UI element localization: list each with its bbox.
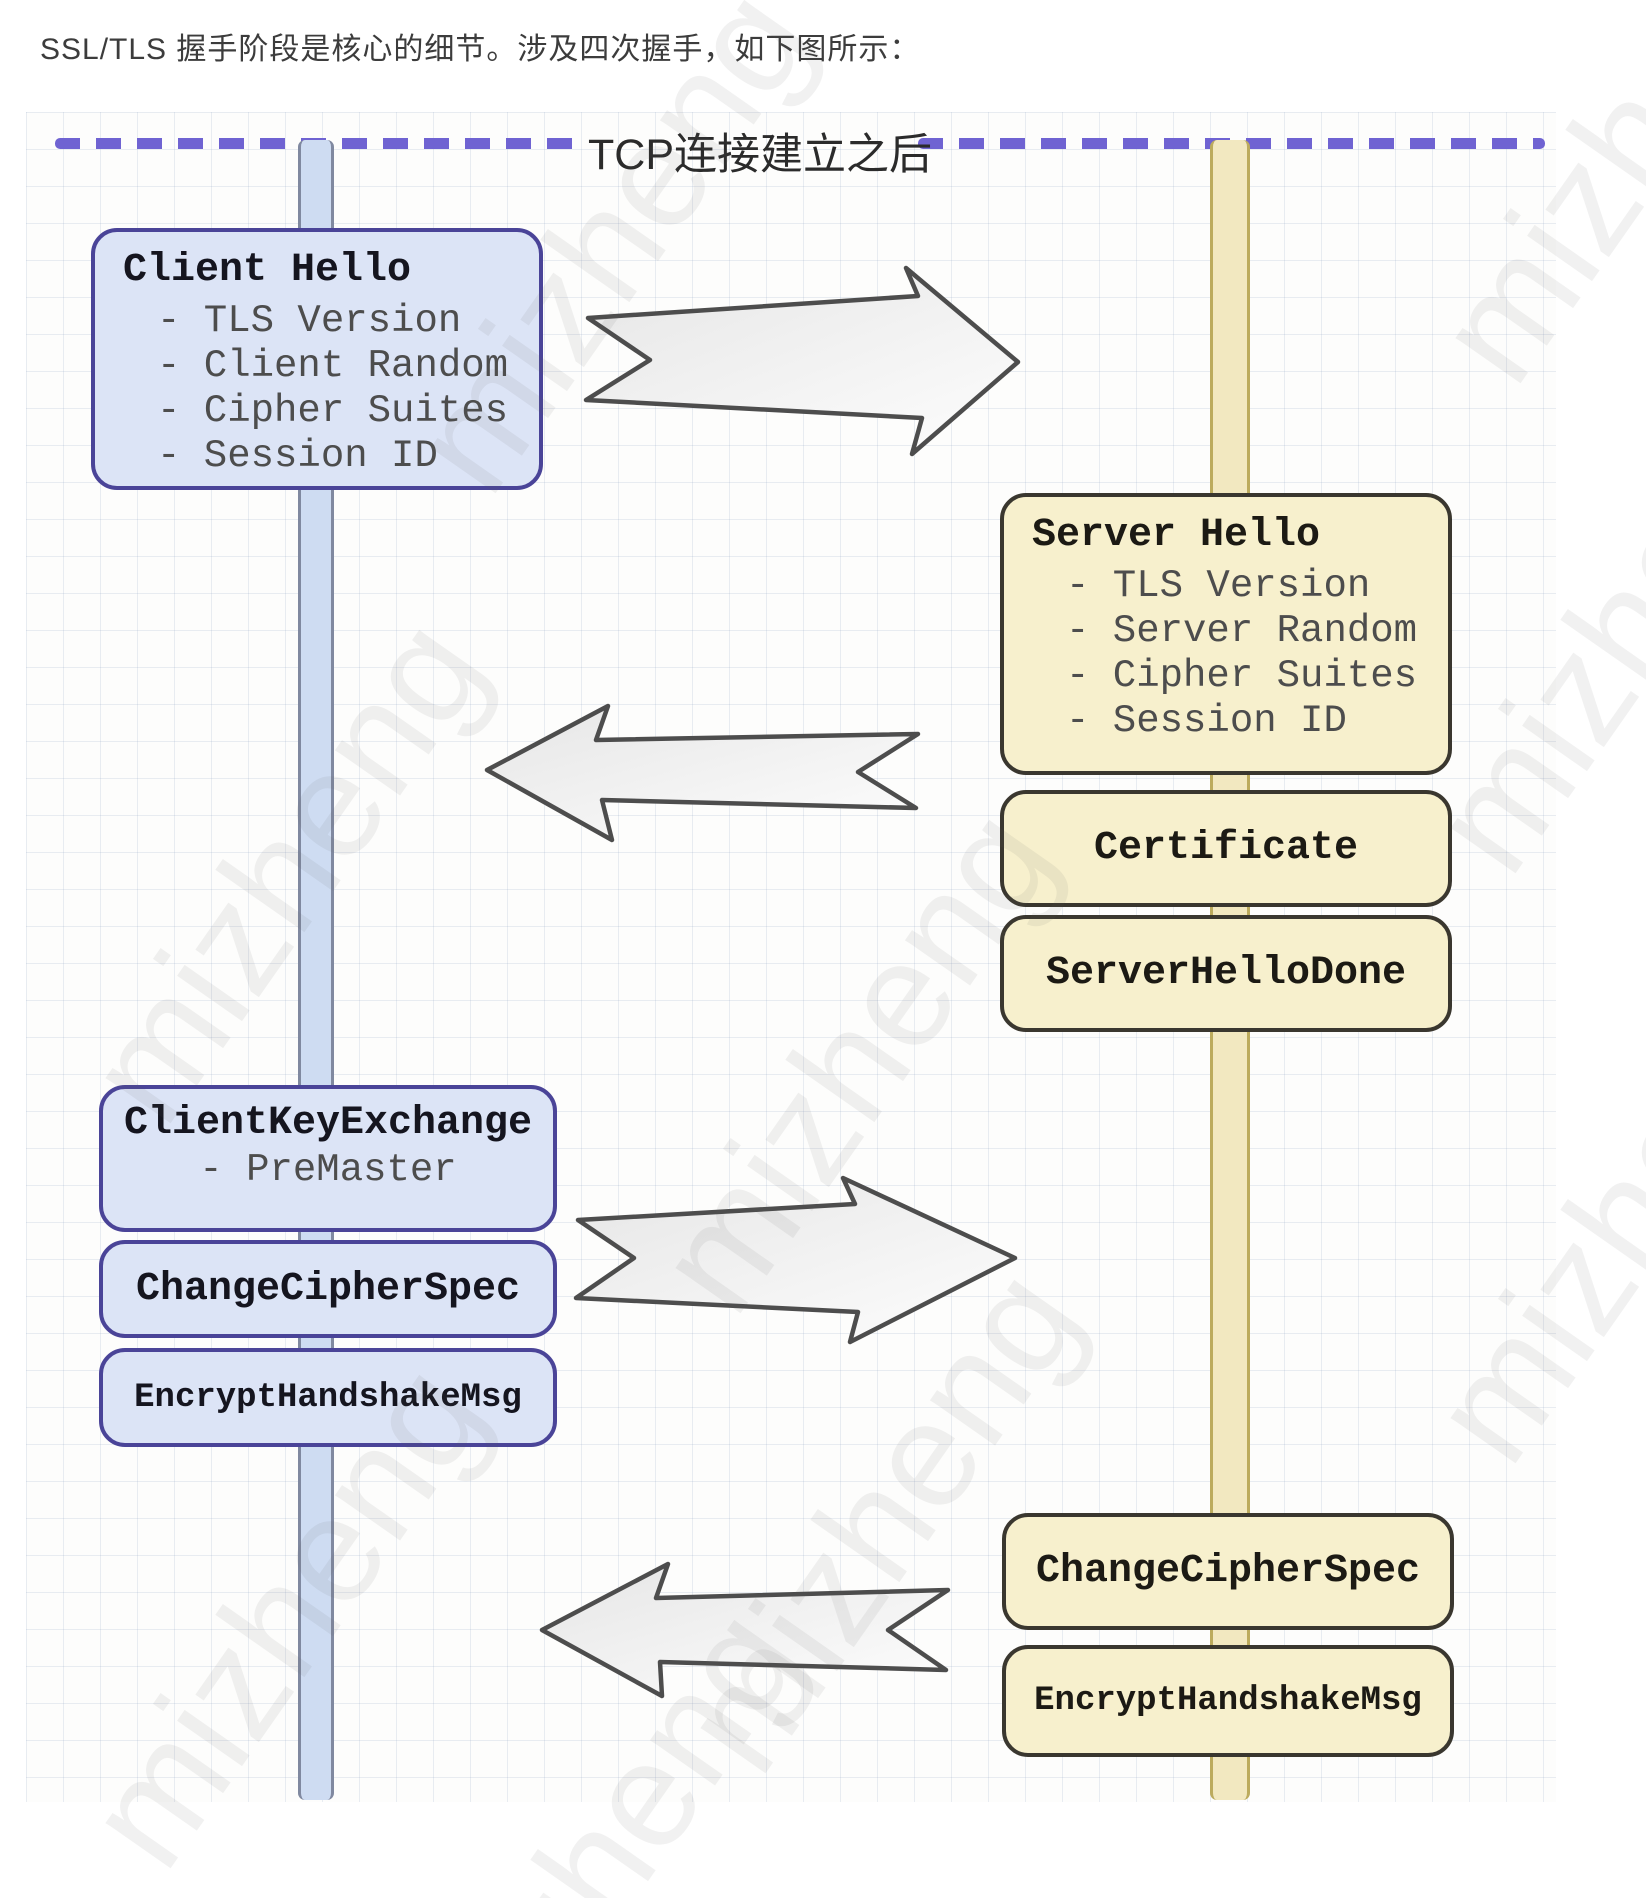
list-item: - TLS Version xyxy=(157,299,462,343)
client-key-exchange-title: ClientKeyExchange xyxy=(123,1101,533,1146)
client-hello-box: Client Hello - TLS Version - Client Rand… xyxy=(91,228,543,490)
encrypt-handshake-msg-client-title: EncryptHandshakeMsg xyxy=(134,1378,522,1417)
tcp-separator-label: TCP连接建立之后 xyxy=(588,131,932,179)
list-item: - Session ID xyxy=(157,434,438,478)
arrow-left-2-icon xyxy=(539,1561,951,1699)
server-hello-done-title: ServerHelloDone xyxy=(1045,951,1407,996)
list-item: - Session ID xyxy=(1066,699,1347,743)
encrypt-handshake-msg-client-box: EncryptHandshakeMsg xyxy=(99,1348,557,1447)
client-hello-items: - TLS Version - Client Random - Cipher S… xyxy=(95,299,539,479)
server-hello-items: - TLS Version - Server Random - Cipher S… xyxy=(1004,564,1448,744)
list-item: - Server Random xyxy=(1066,609,1418,653)
list-item: - TLS Version xyxy=(1066,564,1371,608)
arrow-left-1-icon xyxy=(484,703,921,843)
intro-text: SSL/TLS 握手阶段是核心的细节。涉及四次握手，如下图所示： xyxy=(40,33,921,66)
server-hello-done-box: ServerHelloDone xyxy=(1000,915,1452,1032)
server-hello-title: Server Hello xyxy=(1032,513,1321,558)
list-item: - Cipher Suites xyxy=(1066,654,1418,698)
list-item: - PreMaster xyxy=(199,1148,457,1192)
encrypt-handshake-msg-server-box: EncryptHandshakeMsg xyxy=(1002,1645,1454,1757)
change-cipher-spec-client-box: ChangeCipherSpec xyxy=(99,1240,557,1338)
change-cipher-spec-client-title: ChangeCipherSpec xyxy=(135,1266,521,1312)
change-cipher-spec-server-box: ChangeCipherSpec xyxy=(1002,1513,1454,1630)
change-cipher-spec-server-title: ChangeCipherSpec xyxy=(1035,1549,1421,1594)
server-hello-box: Server Hello - TLS Version - Server Rand… xyxy=(1000,493,1452,775)
certificate-title: Certificate xyxy=(1093,826,1359,871)
list-item: - Cipher Suites xyxy=(157,389,509,433)
client-hello-title: Client Hello xyxy=(123,248,412,293)
arrow-right-1-icon xyxy=(583,265,1021,457)
certificate-box: Certificate xyxy=(1000,790,1452,907)
arrow-right-2-icon xyxy=(573,1175,1018,1345)
encrypt-handshake-msg-server-title: EncryptHandshakeMsg xyxy=(1034,1682,1422,1720)
client-key-exchange-box: ClientKeyExchange - PreMaster xyxy=(99,1085,557,1232)
client-key-exchange-items: - PreMaster xyxy=(103,1148,553,1193)
list-item: - Client Random xyxy=(157,344,509,388)
